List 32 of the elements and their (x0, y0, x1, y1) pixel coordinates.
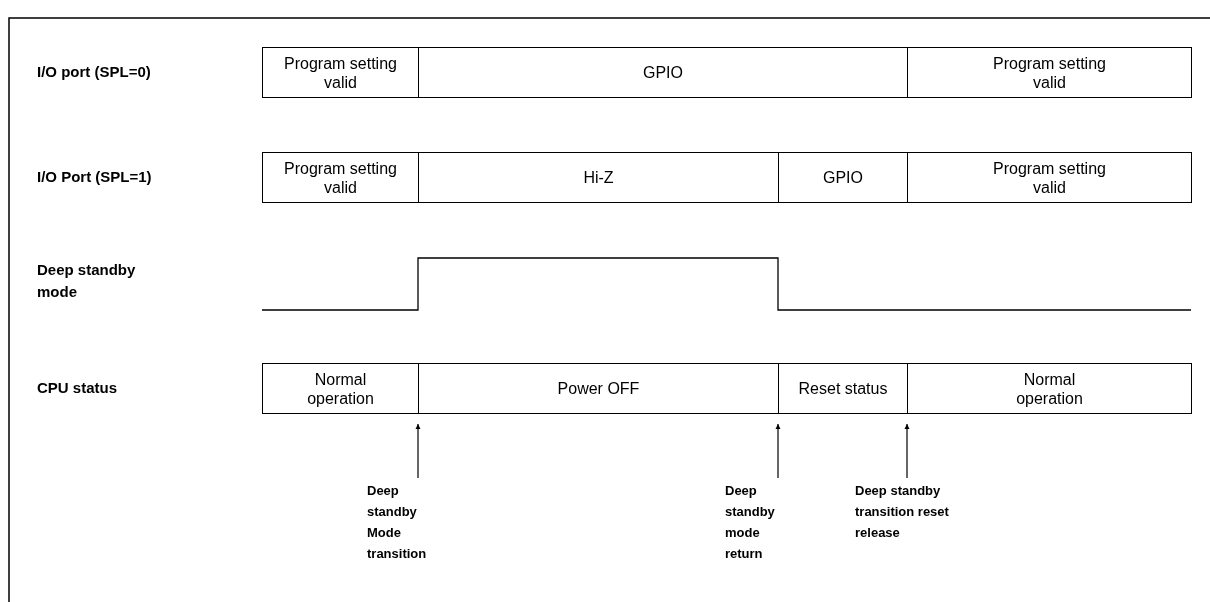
annotation-text: Deep standby transition reset release (855, 480, 950, 543)
state-segment (907, 152, 1192, 203)
state-segment (262, 47, 419, 98)
state-segment (262, 363, 419, 414)
row-label: CPU status (37, 378, 119, 398)
state-segment (907, 363, 1192, 414)
annotation-text: Deep standby mode return (725, 480, 785, 564)
segment-label: Program setting valid (283, 158, 398, 197)
segment-label: Normal operation (1015, 369, 1084, 408)
segment-label: Power OFF (557, 379, 640, 398)
segment-label: Program setting valid (283, 53, 398, 92)
segment-label: Reset status (798, 379, 888, 398)
segment-label: Normal operation (306, 369, 375, 408)
segment-label: GPIO (643, 63, 683, 82)
segment-label: Program setting valid (992, 158, 1107, 197)
state-segment (778, 363, 908, 414)
state-segment (907, 47, 1192, 98)
state-segment (418, 47, 908, 98)
row-label: I/O port (SPL=0) (37, 62, 152, 82)
row-label: Deep standby mode (37, 260, 137, 302)
annotation-text: Deep standby Mode transition (367, 480, 427, 564)
arrow (775, 423, 781, 479)
state-segment (418, 363, 779, 414)
segment-label: Hi-Z (583, 168, 614, 187)
segment-label: Program setting valid (992, 53, 1107, 92)
state-segment (778, 152, 908, 203)
state-segment (262, 152, 419, 203)
segment-label: GPIO (823, 168, 863, 187)
arrow (415, 423, 421, 479)
state-segment (418, 152, 779, 203)
arrow (904, 423, 910, 479)
row-label: I/O Port (SPL=1) (37, 167, 153, 187)
